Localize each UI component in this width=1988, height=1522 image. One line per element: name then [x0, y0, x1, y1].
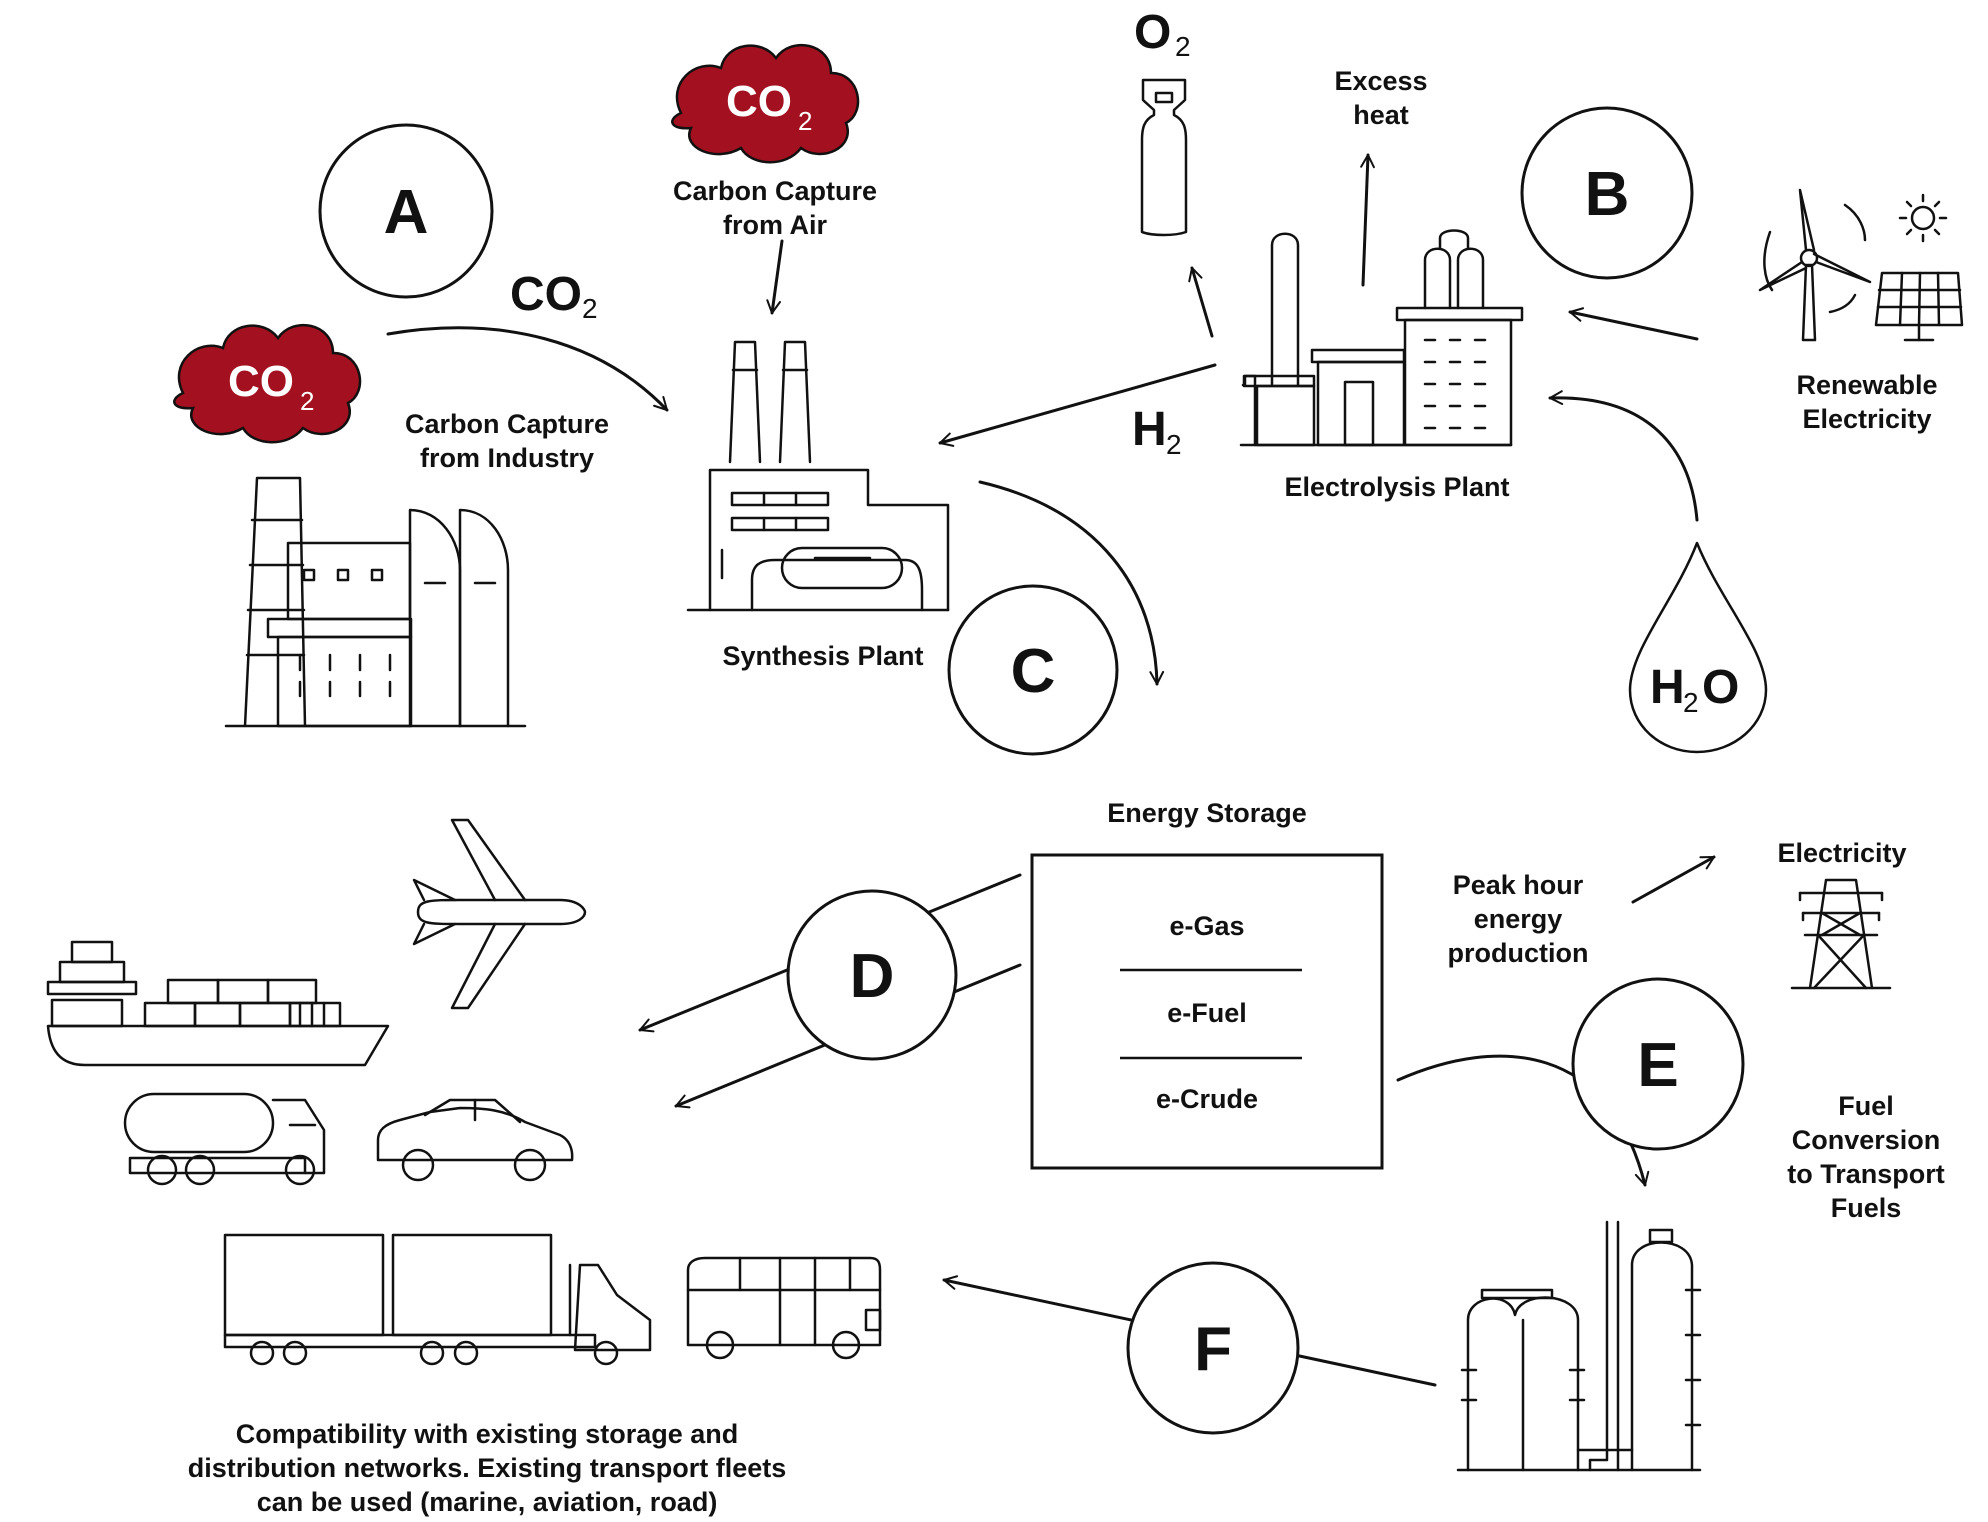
energy-storage-label: Energy Storage — [1107, 798, 1307, 828]
step-b-letter: B — [1585, 160, 1630, 229]
step-f-circle: F — [1126, 1261, 1300, 1435]
h2o-o: O — [1702, 661, 1739, 714]
peak-hour-label-2: energy — [1474, 904, 1563, 934]
cloud-co2-main: CO — [228, 357, 294, 406]
excess-heat-label-1: Excess — [1334, 66, 1427, 96]
factory-icon — [224, 476, 527, 728]
co2-cloud-icon: CO 2 — [173, 323, 362, 444]
oxygen-cylinder-icon — [1140, 78, 1188, 237]
fuel-conversion-label-1: Fuel — [1838, 1091, 1894, 1121]
excess-heat-arrow — [1360, 153, 1375, 287]
co2-to-synthesis-arrow — [386, 326, 669, 412]
cloud-co2-sub: 2 — [798, 106, 812, 136]
step-e-circle: E — [1571, 977, 1745, 1151]
tanker-truck-icon — [123, 1092, 326, 1186]
synthesis-to-storage-arrow — [978, 480, 1165, 686]
synthesis-plant-label: Synthesis Plant — [722, 641, 923, 671]
wind-turbine-icon — [1758, 188, 1872, 342]
power-pylon-icon — [1790, 878, 1892, 990]
co2-main: CO — [510, 268, 582, 321]
car-icon — [376, 1098, 574, 1182]
compatibility-text-3: can be used (marine, aviation, road) — [257, 1487, 718, 1517]
fuel-conversion-label-3: to Transport — [1787, 1159, 1945, 1189]
renewable-electricity-label-1: Renewable — [1796, 370, 1937, 400]
carbon-capture-air-label-2: from Air — [723, 210, 827, 240]
co2-sub: 2 — [582, 293, 598, 324]
step-e-letter: E — [1637, 1031, 1678, 1100]
step-d-letter: D — [850, 942, 895, 1011]
electrolysis-plant-icon — [1239, 229, 1524, 447]
solar-panel-icon — [1874, 271, 1964, 342]
cargo-ship-icon — [46, 940, 390, 1067]
bus-icon — [686, 1256, 882, 1360]
storage-item-egas: e-Gas — [1169, 911, 1244, 941]
excess-heat-label-2: heat — [1353, 100, 1409, 130]
h2-formula: H 2 — [1132, 403, 1182, 460]
step-f-letter: F — [1194, 1315, 1232, 1384]
h2o-sub: 2 — [1683, 687, 1699, 718]
fuel-conversion-label-2: Conversion — [1792, 1125, 1941, 1155]
electricity-label: Electricity — [1777, 838, 1906, 868]
peak-hour-label-3: production — [1448, 938, 1589, 968]
peak-hour-label-1: Peak hour — [1453, 870, 1584, 900]
peak-to-electricity-arrow — [1631, 855, 1716, 904]
compatibility-text-2: distribution networks. Existing transpor… — [188, 1453, 787, 1483]
air-capture-to-synthesis-arrow — [766, 239, 784, 315]
o2-formula: O 2 — [1134, 6, 1191, 62]
step-b-circle: B — [1520, 106, 1694, 280]
storage-item-efuel: e-Fuel — [1167, 998, 1247, 1028]
fuel-conversion-label-4: Fuels — [1831, 1193, 1902, 1223]
h2o-h: H — [1650, 661, 1685, 714]
airplane-icon — [412, 818, 587, 1010]
h2-sub: 2 — [1166, 429, 1182, 460]
carbon-capture-industry-label-2: from Industry — [420, 443, 594, 473]
o2-sub: 2 — [1175, 31, 1191, 62]
carbon-capture-industry-label-1: Carbon Capture — [405, 409, 609, 439]
energy-storage-box: e-Gas e-Fuel e-Crude — [1030, 853, 1384, 1170]
step-c-circle: C — [947, 584, 1119, 756]
sun-icon — [1898, 193, 1948, 243]
o2-main: O — [1134, 6, 1171, 59]
refinery-icon — [1456, 1220, 1702, 1472]
synthesis-plant-icon — [686, 340, 950, 612]
step-d-circle: D — [786, 889, 958, 1061]
step-a-circle: A — [318, 123, 494, 299]
water-drop-icon: H 2 O — [1628, 541, 1768, 754]
electrolysis-to-oxygen-arrow — [1188, 266, 1214, 338]
semi-truck-icon — [223, 1233, 652, 1366]
step-c-letter: C — [1011, 637, 1056, 706]
renewable-electricity-label-2: Electricity — [1802, 404, 1931, 434]
h2-to-synthesis-arrow — [938, 363, 1217, 447]
cloud-co2-sub: 2 — [300, 386, 314, 416]
compatibility-text-1: Compatibility with existing storage and — [236, 1419, 739, 1449]
cloud-co2-main: CO — [726, 77, 792, 126]
electrolysis-plant-label: Electrolysis Plant — [1284, 472, 1509, 502]
h2-main: H — [1132, 403, 1167, 456]
co2-cloud-icon: CO 2 — [671, 43, 860, 164]
renewable-to-electrolysis-arrow — [1568, 307, 1699, 341]
carbon-capture-air-label-1: Carbon Capture — [673, 176, 877, 206]
co2-formula: CO 2 — [510, 268, 598, 324]
water-to-electrolysis-arrow — [1548, 390, 1699, 522]
storage-item-ecrude: e-Crude — [1156, 1084, 1258, 1114]
step-a-letter: A — [384, 178, 429, 247]
